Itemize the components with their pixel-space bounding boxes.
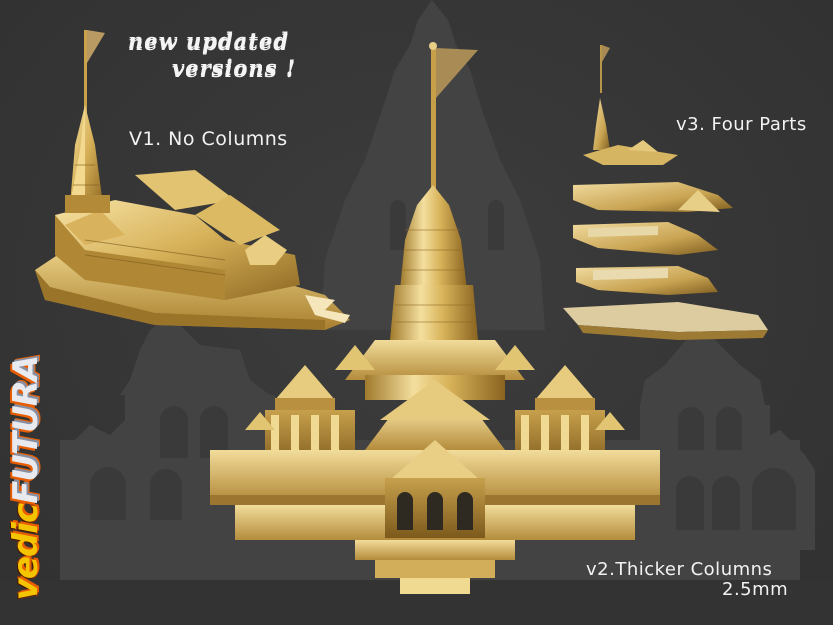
headline: new updated versions !: [128, 30, 296, 82]
logo-wordmark: vedicFUTURA: [5, 355, 47, 602]
vedic-futura-logo: vedicFUTURA: [0, 338, 52, 618]
headline-line-2: versions !: [172, 57, 297, 82]
headline-line-1: new updated: [128, 30, 290, 55]
logo-text-futura: FUTURA: [6, 355, 46, 504]
label-v2-line-2: 2.5mm: [722, 579, 789, 600]
label-v2-line-1: v2.Thicker Columns: [586, 559, 773, 580]
temple-model-v1: [35, 30, 350, 330]
temple-model-v2: [210, 42, 660, 594]
label-v3: v3. Four Parts: [676, 114, 807, 135]
label-v1: V1. No Columns: [129, 128, 288, 150]
logo-text-vedic: vedic: [5, 503, 47, 601]
temple-model-v3: [563, 45, 768, 340]
